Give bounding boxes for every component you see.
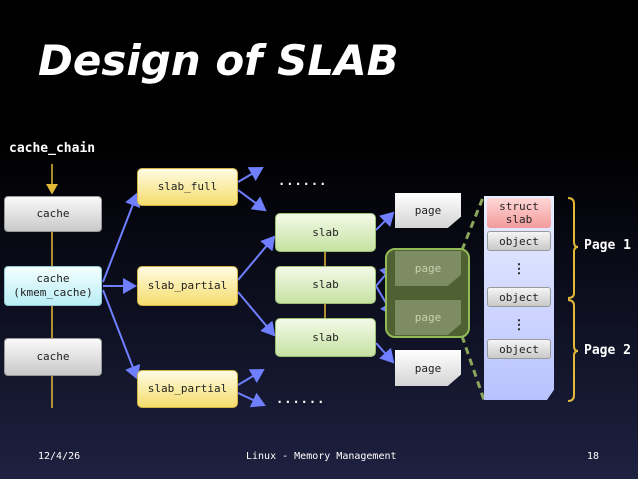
object-label: object: [499, 234, 539, 248]
cache-box-3[interactable]: cache: [4, 338, 102, 376]
footer-title: Linux - Memory Management: [246, 451, 397, 462]
page-2-label: Page 2: [584, 343, 631, 358]
slab-full-box[interactable]: slab_full: [137, 168, 238, 206]
slab-list-label: slab_partial: [147, 279, 228, 292]
slab-label: slab: [312, 278, 339, 291]
page-1-label: Page 1: [584, 238, 631, 253]
slab-list-label: slab_partial: [147, 382, 228, 395]
arrow-partial-slab3: [237, 291, 276, 337]
object-box-1[interactable]: object: [487, 231, 551, 251]
page-box-1[interactable]: page: [395, 193, 461, 228]
arrow-full-dots: [237, 166, 264, 183]
arrow-full-slab: [237, 189, 267, 212]
object-vdots-1: ⋮: [512, 262, 526, 277]
slab-box-3[interactable]: slab: [275, 318, 376, 357]
page-box-3[interactable]: page: [395, 300, 461, 335]
slab-label: slab: [312, 330, 339, 344]
cache-chain-label: cache_chain: [9, 141, 96, 156]
arrow-partial2-dots: [237, 392, 266, 408]
page-label: page: [414, 361, 442, 375]
cache-box-kmem[interactable]: cache (kmem_cache): [4, 266, 102, 306]
slab-partial-box-2[interactable]: slab_partial: [137, 370, 238, 408]
object-label: object: [499, 290, 539, 304]
brace-page2: [567, 299, 579, 402]
page-box-4[interactable]: page: [395, 350, 461, 386]
slab-partial-box-1[interactable]: slab_partial: [137, 266, 238, 306]
page-box-2[interactable]: page: [395, 251, 461, 286]
object-vdots-2: ⋮: [512, 318, 526, 333]
object-box-2[interactable]: object: [487, 287, 551, 307]
dashed-bottom: [460, 335, 486, 401]
slide-title: Design of SLAB: [38, 36, 399, 85]
cache-box-label: cache (kmem_cache): [13, 272, 93, 299]
slab-box-1[interactable]: slab: [275, 213, 376, 252]
cache-box-label: cache: [36, 207, 70, 220]
struct-slab-box[interactable]: struct slab: [487, 198, 551, 228]
slab-label: slab: [312, 225, 339, 239]
arrow-partial-slab1: [237, 235, 276, 281]
arrow-slab3-page: [375, 342, 395, 364]
struct-slab-label: struct slab: [499, 200, 539, 226]
arrow-cache-partial2: [102, 289, 141, 380]
arrow-cache-full: [102, 192, 141, 283]
object-label: object: [499, 342, 539, 356]
ellipsis-bottom: ......: [276, 392, 326, 406]
slab-list-label: slab_full: [157, 180, 218, 193]
footer-page-number: 18: [587, 451, 600, 462]
page-label: page: [414, 262, 442, 275]
object-box-3[interactable]: object: [487, 339, 551, 359]
arrow-slab1-page: [375, 211, 395, 231]
arrow-partial2-up: [237, 368, 265, 386]
footer-date: 12/4/26: [38, 451, 81, 462]
slab-box-2[interactable]: slab: [275, 266, 376, 304]
cache-box-1[interactable]: cache: [4, 196, 102, 232]
brace-page1: [567, 197, 579, 299]
dashed-top: [460, 194, 486, 251]
page-label: page: [414, 204, 442, 217]
page-label: page: [414, 311, 442, 324]
cache-box-label: cache: [36, 350, 70, 363]
ellipsis-top: ......: [278, 174, 328, 188]
